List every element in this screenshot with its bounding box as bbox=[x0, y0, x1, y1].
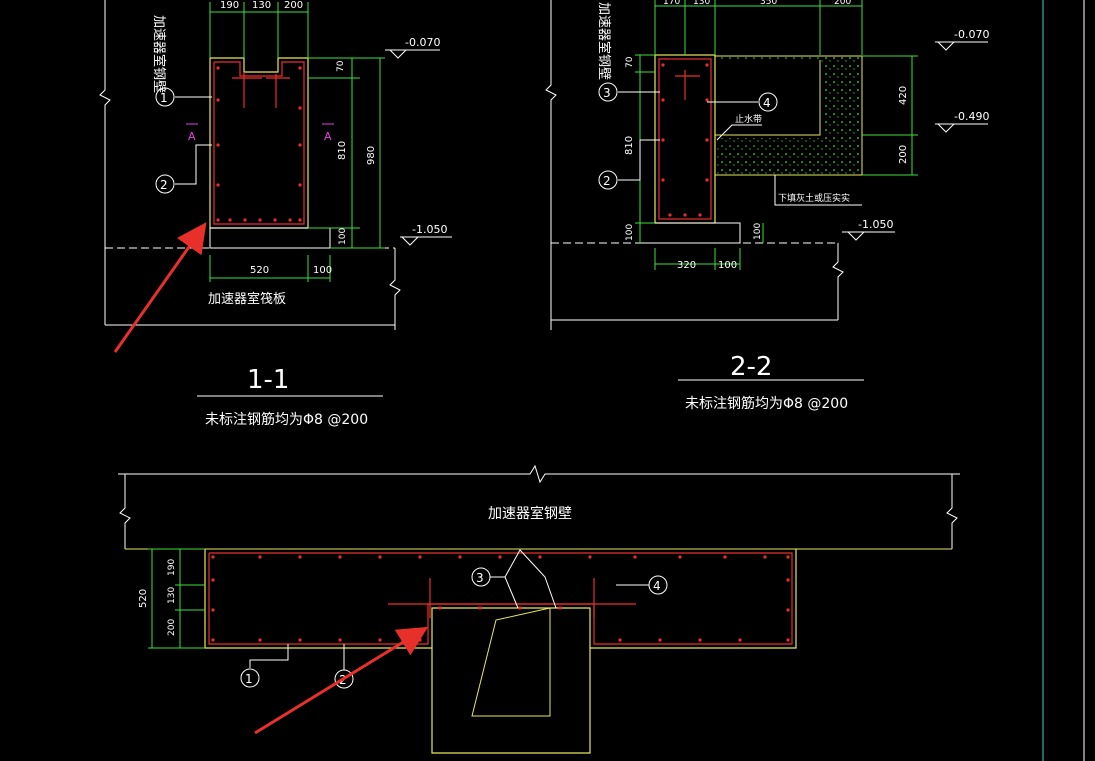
dim-top-130: 130 bbox=[252, 0, 271, 11]
dim-top-130b: 130 bbox=[693, 0, 710, 7]
wall-label-1-1: 加速器室钢壁 bbox=[151, 15, 167, 93]
wall-label-2-2: 加速器室钢壁 bbox=[596, 2, 612, 80]
annotation-arrow-upper bbox=[113, 222, 207, 353]
dim-right-100: 100 bbox=[338, 228, 348, 245]
marker-2: 2 bbox=[160, 178, 168, 192]
raft-label: 加速器室筏板 bbox=[208, 291, 286, 307]
marker-3: 3 bbox=[603, 86, 611, 100]
plan-dim-200: 200 bbox=[167, 619, 177, 636]
marker-4: 4 bbox=[763, 96, 771, 110]
dim-bottom-520: 520 bbox=[250, 265, 269, 276]
plan-dim-520: 520 bbox=[138, 589, 149, 608]
stirrup bbox=[213, 61, 305, 225]
plan-wall-label: 加速器室钢壁 bbox=[488, 505, 572, 522]
dim-bottom-320: 320 bbox=[677, 260, 696, 271]
dim-left-810: 810 bbox=[624, 136, 635, 155]
dim-top-200: 200 bbox=[284, 0, 303, 11]
elev-mid-2: -0.490 bbox=[954, 110, 989, 123]
dim-top-350: 350 bbox=[760, 0, 777, 7]
beam-outline bbox=[209, 57, 309, 229]
dim-right-70: 70 bbox=[336, 60, 346, 72]
section-2-2-note: 未标注钢筋均为Φ8 @200 bbox=[685, 395, 848, 412]
waterstop-label: 止水带 bbox=[735, 113, 762, 125]
dim-left-100: 100 bbox=[625, 224, 635, 241]
elev-bottom-2: -1.050 bbox=[858, 218, 893, 231]
plan-dim-190: 190 bbox=[167, 559, 177, 576]
plan-marker-3: 3 bbox=[476, 571, 484, 585]
dim-top-170: 170 bbox=[663, 0, 680, 7]
elev-bottom: -1.050 bbox=[412, 223, 447, 236]
plan-marker-4: 4 bbox=[653, 579, 661, 593]
elev-top-2: -0.070 bbox=[954, 28, 989, 41]
section-2-2-title: 2-2 bbox=[730, 352, 772, 382]
dim-left-70: 70 bbox=[625, 56, 635, 68]
dim-top-190: 190 bbox=[220, 0, 239, 11]
fill-label: 下填灰土或压实实 bbox=[778, 192, 850, 204]
section-1-1-title: 1-1 bbox=[247, 365, 289, 395]
dim-right-980: 980 bbox=[366, 146, 377, 165]
dim-bottom-100b: 100 bbox=[718, 260, 737, 271]
dim-right-200: 200 bbox=[898, 145, 909, 164]
section-1-1-note: 未标注钢筋均为Φ8 @200 bbox=[205, 411, 368, 428]
cut-label-right: A bbox=[324, 130, 332, 143]
annotation-arrow-lower bbox=[254, 626, 429, 735]
break-line bbox=[99, 0, 111, 325]
plan-marker-1: 1 bbox=[245, 672, 253, 686]
marker-1: 1 bbox=[160, 91, 168, 105]
marker-2b: 2 bbox=[603, 174, 611, 188]
dim-side-100: 100 bbox=[753, 223, 763, 240]
plan-view: 加速器室钢壁 190 130 200 520 1 bbox=[118, 464, 960, 754]
dim-right-420: 420 bbox=[898, 86, 909, 105]
section-1-1: 加速器室钢壁 190 130 200 bbox=[99, 0, 452, 428]
dim-right-810: 810 bbox=[337, 141, 348, 160]
dim-top-200b: 200 bbox=[834, 0, 851, 7]
dim-bottom-100: 100 bbox=[313, 265, 332, 276]
elev-top: -0.070 bbox=[405, 36, 440, 49]
cut-label-left: A bbox=[188, 130, 196, 143]
section-2-2: 加速器室钢壁 bbox=[545, 0, 989, 412]
plan-dim-130: 130 bbox=[167, 587, 177, 604]
